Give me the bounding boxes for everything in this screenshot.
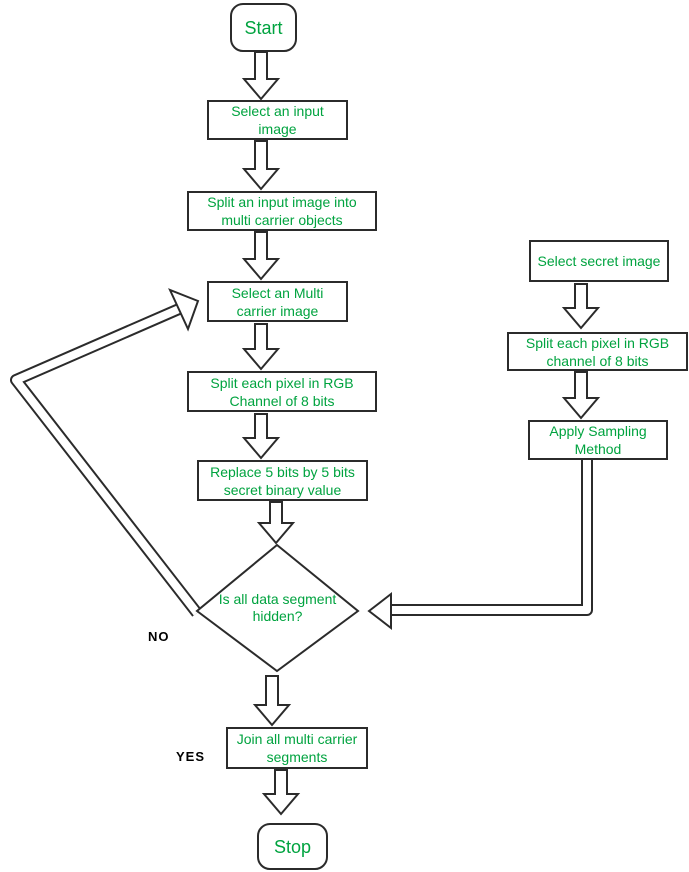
node-split-input-label: Split an input image into multi carrier … bbox=[207, 194, 357, 228]
branch-label-yes: YES bbox=[176, 749, 206, 764]
loop-no-connector-outline bbox=[10, 303, 202, 617]
node-apply-sampling: Apply Sampling Method bbox=[528, 420, 668, 460]
arrow-split-pixel-to-replace-bits-icon bbox=[241, 413, 281, 460]
sampling-to-decision-connector-fill bbox=[391, 459, 591, 614]
loop-no-connector-fill bbox=[12, 305, 201, 616]
arrow-select-secret-to-split-secret-icon bbox=[561, 283, 601, 330]
node-start-label: Start bbox=[244, 17, 283, 38]
node-join-segments-label: Join all multi carrier segments bbox=[236, 731, 358, 765]
node-select-input-label: Select an input image bbox=[231, 103, 324, 137]
node-join-segments: Join all multi carrier segments bbox=[226, 727, 368, 769]
node-decision: Is all data segment hidden? bbox=[201, 588, 354, 628]
arrow-decision-to-join-icon bbox=[252, 675, 292, 727]
node-split-pixel-secret-label: Split each pixel in RGB channel of 8 bit… bbox=[525, 334, 670, 369]
node-select-multi-label: Select an Multi carrier image bbox=[231, 284, 324, 319]
node-select-secret: Select secret image bbox=[529, 240, 669, 282]
decision-diamond-shape bbox=[195, 543, 360, 673]
node-decision-label: Is all data segment hidden? bbox=[218, 591, 337, 624]
arrow-select-input-to-split-input-icon bbox=[241, 140, 281, 191]
node-split-pixel-rgb-label: Split each pixel in RGB Channel of 8 bit… bbox=[210, 374, 354, 409]
node-replace-bits-label: Replace 5 bits by 5 bits secret binary v… bbox=[210, 463, 355, 498]
node-split-pixel-rgb: Split each pixel in RGB Channel of 8 bit… bbox=[187, 371, 377, 412]
arrow-replace-bits-to-decision-icon bbox=[256, 501, 296, 545]
node-select-multi: Select an Multi carrier image bbox=[207, 281, 348, 322]
node-replace-bits: Replace 5 bits by 5 bits secret binary v… bbox=[197, 460, 368, 501]
node-select-secret-label: Select secret image bbox=[537, 253, 661, 269]
node-stop-label: Stop bbox=[273, 836, 312, 857]
node-apply-sampling-label: Apply Sampling Method bbox=[549, 423, 647, 457]
node-start: Start bbox=[230, 3, 297, 52]
arrow-start-to-select-input-icon bbox=[241, 51, 281, 101]
arrow-split-secret-to-sampling-icon bbox=[561, 371, 601, 420]
arrow-split-input-to-select-multi-icon bbox=[241, 231, 281, 281]
sampling-to-decision-connector-outline bbox=[391, 459, 593, 616]
arrow-select-multi-to-split-pixel-icon bbox=[241, 323, 281, 371]
branch-label-no: NO bbox=[148, 629, 170, 644]
loop-no-arrowhead-icon bbox=[168, 288, 200, 332]
node-split-input: Split an input image into multi carrier … bbox=[187, 191, 377, 231]
node-split-pixel-secret: Split each pixel in RGB channel of 8 bit… bbox=[507, 332, 688, 371]
node-select-input: Select an input image bbox=[207, 100, 348, 140]
node-stop: Stop bbox=[257, 823, 328, 870]
arrow-join-to-stop-icon bbox=[261, 769, 301, 816]
sampling-to-decision-arrowhead-icon bbox=[367, 591, 392, 631]
